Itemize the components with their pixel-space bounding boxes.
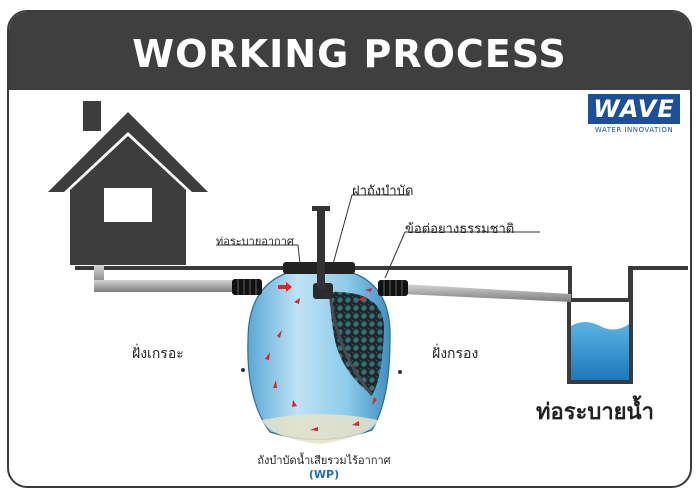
label-lid: ฝาถังบำบัด [352, 184, 414, 199]
label-settling-side: ฝั่งเกรอะ [132, 346, 184, 362]
label-tank-model: (WP) [308, 468, 340, 481]
vent-pipe [312, 206, 330, 289]
outlet-pipe [402, 284, 571, 302]
flow-arrows [265, 282, 377, 431]
settling-dot [241, 368, 245, 372]
title-banner: WORKING PROCESS [9, 12, 690, 90]
filter-dot [398, 370, 402, 374]
label-rubber-joint: ข้อต่อยางธรรมชาติ [405, 222, 515, 237]
label-drain-pipe: ท่อระบายน้ำ [536, 400, 654, 425]
logo-name: WAVE [588, 94, 680, 124]
leader-lines [216, 194, 540, 279]
ground-line [75, 266, 688, 384]
drain-water [571, 322, 629, 380]
inlet-pipe [94, 265, 240, 292]
label-filter-side: ฝั่งกรอง [432, 346, 479, 362]
house-icon [48, 101, 208, 265]
logo-tagline: WATER INNOVATION [594, 126, 674, 134]
label-tank-name: ถังบำบัดน้ำเสียรวมไร้อากาศ [257, 454, 391, 467]
rubber-joint-left [232, 279, 262, 295]
brand-logo: WAVE WATER INNOVATION [588, 94, 680, 140]
septic-tank [247, 262, 391, 444]
label-vent-pipe: ท่อระบายอากาศ [216, 235, 294, 248]
page-title: WORKING PROCESS [132, 32, 567, 76]
rubber-joint-right [378, 280, 408, 296]
